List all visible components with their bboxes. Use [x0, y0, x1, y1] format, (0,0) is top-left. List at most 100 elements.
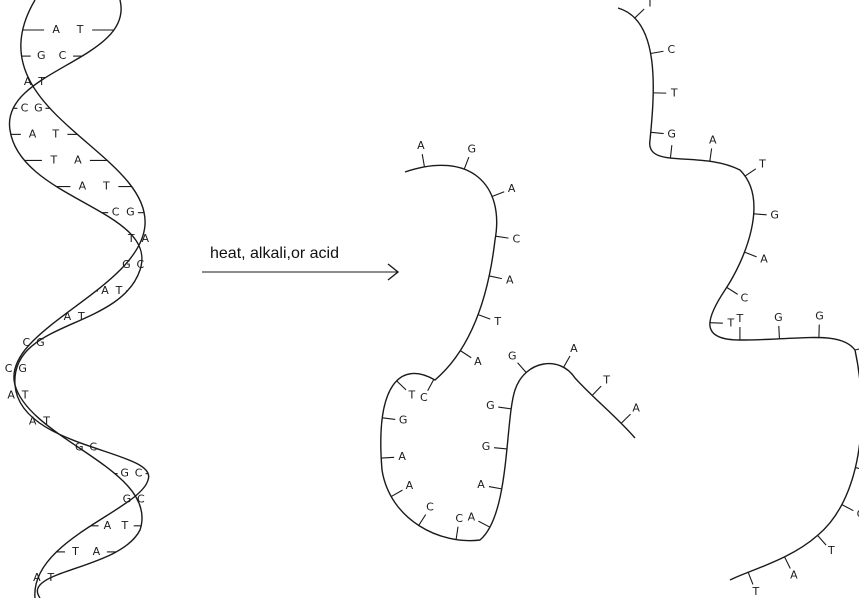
strand-base: T [710, 317, 735, 330]
strand-base: T [818, 535, 835, 557]
base-letter: C [667, 43, 675, 56]
base-letter: G [18, 362, 27, 375]
base-tick [651, 132, 664, 133]
base-tick [727, 287, 738, 294]
base-tick [651, 51, 664, 53]
base-letter: T [646, 0, 654, 9]
base-tick [489, 487, 502, 489]
strand-base: T [855, 338, 859, 351]
base-letter: A [79, 180, 87, 193]
base-letter: C [426, 501, 434, 514]
base-letter: T [407, 388, 415, 401]
strand-base: A [468, 510, 490, 527]
strand-base: C [420, 379, 434, 404]
base-letter: T [127, 232, 135, 245]
base-letter: G [399, 413, 408, 426]
base-letter: T [726, 317, 734, 330]
base-tick [745, 169, 756, 176]
base-tick [428, 379, 434, 390]
base-letter: T [37, 75, 45, 88]
base-tick [855, 468, 859, 471]
base-letter: C [135, 467, 143, 480]
base-tick [818, 535, 827, 545]
strand-base: A [564, 342, 579, 367]
base-tick [842, 505, 853, 511]
base-letter: T [102, 180, 110, 193]
base-letter: A [417, 139, 425, 152]
strand-base: C [455, 512, 463, 540]
base-tick [621, 414, 630, 423]
base-pair: AT [29, 414, 50, 427]
base-tick [456, 527, 458, 540]
strand-base: A [477, 478, 501, 491]
base-letter: G [126, 206, 135, 219]
strand-base: A [417, 139, 425, 167]
base-tick [754, 214, 767, 215]
strand-base: A [460, 351, 482, 368]
base-tick [478, 315, 490, 320]
base-letter: T [51, 127, 59, 140]
strand-base: T [748, 572, 759, 598]
base-tick [489, 276, 502, 279]
base-letter: G [467, 143, 476, 156]
base-tick [670, 145, 671, 158]
base-letter: A [474, 355, 482, 368]
strand-base: T [745, 157, 766, 176]
base-tick [855, 347, 859, 350]
base-letter: T [76, 23, 84, 36]
strand-base: C [727, 287, 749, 304]
process-arrow: heat, alkali,or acid [202, 245, 398, 280]
base-letter: C [420, 391, 428, 404]
base-letter: C [5, 362, 13, 375]
base-letter: A [406, 479, 414, 492]
base-letter: A [506, 273, 514, 286]
base-pair: AT [64, 310, 85, 323]
base-letter: G [34, 101, 43, 114]
strand-base: T [592, 373, 610, 395]
base-letter: A [790, 569, 798, 582]
strand-base: G [754, 208, 779, 221]
strand-base: A [744, 252, 768, 266]
base-letter: T [751, 585, 759, 598]
base-letter: A [709, 133, 717, 146]
base-letter: A [29, 414, 37, 427]
base-letter: C [59, 49, 67, 62]
base-letter: T [21, 388, 29, 401]
base-tick [419, 514, 426, 525]
base-letter: A [29, 127, 37, 140]
strand-base: G [486, 399, 511, 412]
base-tick [494, 448, 507, 449]
strand-base: G [508, 350, 526, 373]
strand-base: G [382, 413, 407, 426]
strand-base: G [482, 440, 507, 453]
base-letter: A [142, 232, 150, 245]
base-letter: A [104, 519, 112, 532]
single-strand-2-backbone [618, 8, 859, 580]
base-letter: A [33, 571, 41, 584]
strand-base: A [492, 182, 516, 197]
base-letter: A [760, 253, 768, 266]
base-letter: C [455, 512, 463, 525]
base-letter: T [736, 312, 744, 325]
base-letter: A [508, 182, 516, 195]
base-tick [564, 356, 570, 367]
base-letter: A [468, 510, 476, 523]
strand-base: A [391, 479, 413, 496]
base-tick [422, 154, 424, 167]
strand-base: T [736, 312, 744, 340]
base-letter: A [477, 478, 485, 491]
strand-base: C [419, 501, 434, 526]
base-letter: C [23, 336, 31, 349]
strand-base: T [653, 86, 678, 99]
strand-base: T [635, 0, 654, 18]
base-letter: G [508, 350, 517, 363]
base-tick [748, 572, 753, 584]
base-tick [744, 252, 756, 257]
